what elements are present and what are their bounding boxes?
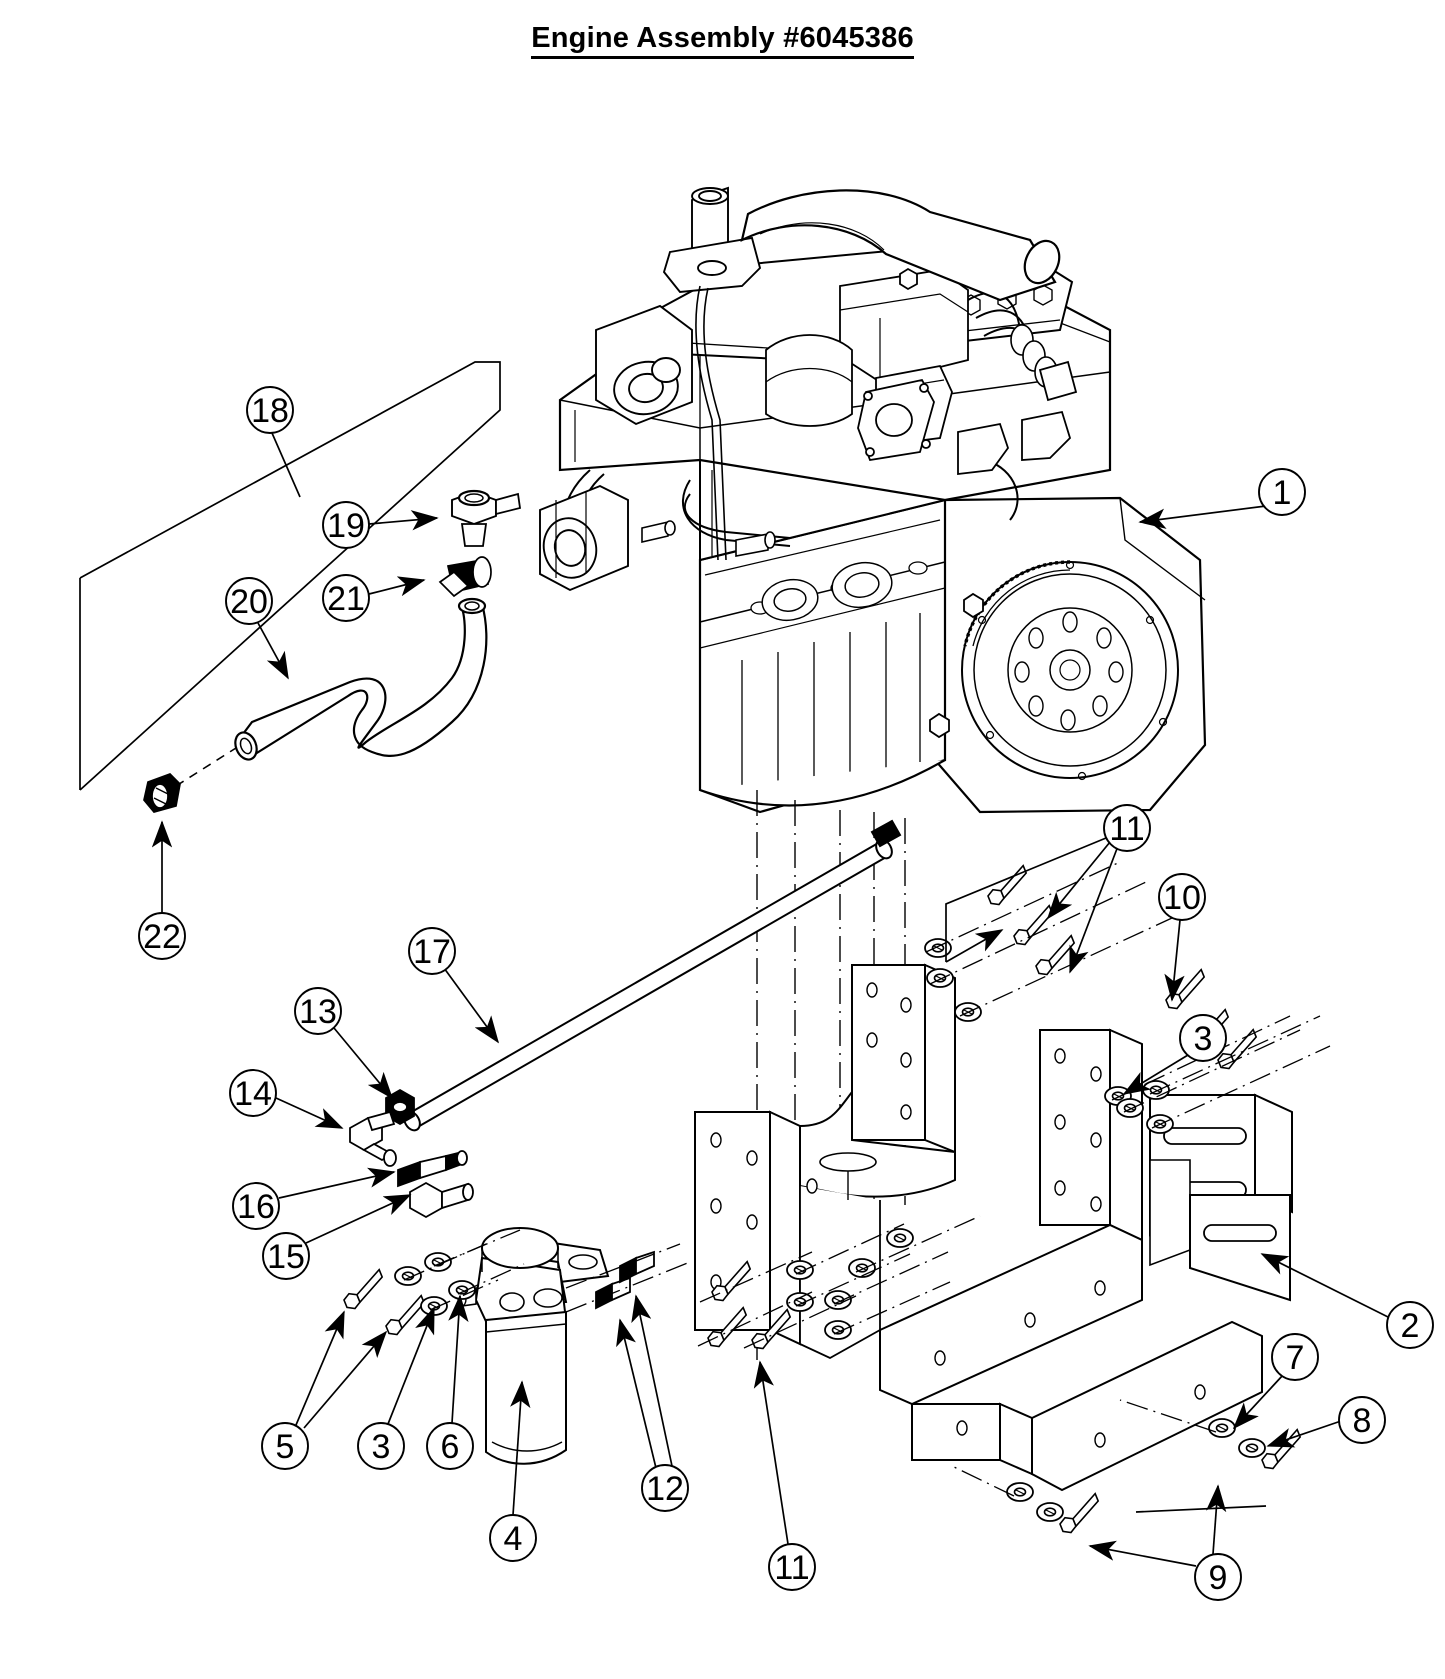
page-title: Engine Assembly #6045386 bbox=[0, 22, 1445, 59]
callout-circle bbox=[1271, 1333, 1319, 1381]
callout-circle bbox=[1103, 804, 1151, 852]
union-fitting bbox=[409, 1181, 474, 1219]
callout-circle bbox=[357, 1422, 405, 1470]
callout-circle bbox=[225, 577, 273, 625]
callout-10[interactable]: 10 bbox=[1158, 873, 1206, 921]
callout-number: 5 bbox=[276, 1428, 295, 1466]
fastener-centerlines bbox=[403, 861, 1331, 1497]
callout-number: 7 bbox=[1286, 1339, 1305, 1377]
callout-11[interactable]: 11 bbox=[1103, 804, 1151, 852]
callout-number: 9 bbox=[1209, 1559, 1228, 1597]
callout-circle bbox=[408, 927, 456, 975]
callout-number: 10 bbox=[1163, 879, 1201, 917]
callout-circle bbox=[1386, 1301, 1434, 1349]
callout-number: 4 bbox=[504, 1520, 523, 1558]
engine-assembly bbox=[539, 186, 1207, 814]
callout-number: 13 bbox=[299, 993, 337, 1031]
callout-14[interactable]: 14 bbox=[229, 1069, 277, 1117]
callout-6[interactable]: 6 bbox=[426, 1422, 474, 1470]
callout-22[interactable]: 22 bbox=[138, 912, 186, 960]
callout-11[interactable]: 11 bbox=[768, 1543, 816, 1591]
oil-filter-assembly bbox=[457, 1227, 610, 1465]
callout-18[interactable]: 18 bbox=[246, 386, 294, 434]
adapter-fitting bbox=[397, 1150, 468, 1188]
callout-3[interactable]: 3 bbox=[1179, 1014, 1227, 1062]
callout-21[interactable]: 21 bbox=[322, 574, 370, 622]
callout-8[interactable]: 8 bbox=[1338, 1396, 1386, 1444]
callout-13[interactable]: 13 bbox=[294, 987, 342, 1035]
callout-circle bbox=[262, 1232, 310, 1280]
drain-hose-assembly bbox=[143, 489, 522, 813]
callout-circle bbox=[1338, 1396, 1386, 1444]
callout-circle bbox=[229, 1069, 277, 1117]
callout-number: 22 bbox=[143, 918, 181, 956]
callout-number: 19 bbox=[327, 507, 365, 545]
callout-number: 12 bbox=[646, 1470, 684, 1508]
oil-supply-tube bbox=[403, 819, 902, 1132]
callout-circle bbox=[1194, 1553, 1242, 1601]
callout-circle bbox=[426, 1422, 474, 1470]
callout-5[interactable]: 5 bbox=[261, 1422, 309, 1470]
callout-number: 21 bbox=[327, 580, 365, 618]
callout-circle bbox=[1158, 873, 1206, 921]
callout-1[interactable]: 1 bbox=[1258, 468, 1306, 516]
callout-circle bbox=[261, 1422, 309, 1470]
callout-circle bbox=[138, 912, 186, 960]
callout-9[interactable]: 9 bbox=[1194, 1553, 1242, 1601]
callout-4[interactable]: 4 bbox=[489, 1514, 537, 1562]
callout-circle bbox=[294, 987, 342, 1035]
callout-number: 16 bbox=[237, 1188, 275, 1226]
callout-number: 1 bbox=[1273, 474, 1292, 512]
flywheel bbox=[961, 560, 1179, 781]
callout-number: 3 bbox=[1194, 1020, 1213, 1058]
callout-3[interactable]: 3 bbox=[357, 1422, 405, 1470]
elbow-fitting bbox=[349, 1110, 397, 1167]
callout-12[interactable]: 12 bbox=[641, 1464, 689, 1512]
callout-circle bbox=[322, 574, 370, 622]
callout-circle bbox=[322, 501, 370, 549]
callout-number: 14 bbox=[234, 1075, 272, 1113]
callout-circle bbox=[1179, 1014, 1227, 1062]
callout-number: 6 bbox=[441, 1428, 460, 1466]
callout-number: 11 bbox=[1109, 810, 1144, 848]
callout-17[interactable]: 17 bbox=[408, 927, 456, 975]
callout-circle bbox=[489, 1514, 537, 1562]
callout-number: 11 bbox=[774, 1549, 809, 1587]
callout-20[interactable]: 20 bbox=[225, 577, 273, 625]
callout-number: 17 bbox=[413, 933, 451, 971]
leader-lines bbox=[151, 432, 1391, 1567]
callout-number: 20 bbox=[230, 583, 268, 621]
callout-number: 8 bbox=[1353, 1402, 1372, 1440]
callout-circle bbox=[246, 386, 294, 434]
callout-2[interactable]: 2 bbox=[1386, 1301, 1434, 1349]
callout-number: 2 bbox=[1401, 1307, 1420, 1345]
callout-number: 15 bbox=[267, 1238, 305, 1276]
callout-16[interactable]: 16 bbox=[232, 1182, 280, 1230]
callout-circle bbox=[768, 1543, 816, 1591]
callout-circle bbox=[232, 1182, 280, 1230]
callout-number: 18 bbox=[251, 392, 289, 430]
mounting-bracket bbox=[694, 963, 1293, 1492]
callout-7[interactable]: 7 bbox=[1271, 1333, 1319, 1381]
callout-19[interactable]: 19 bbox=[322, 501, 370, 549]
callout-circle bbox=[641, 1464, 689, 1512]
callout-number: 3 bbox=[372, 1428, 391, 1466]
callout-15[interactable]: 15 bbox=[262, 1232, 310, 1280]
callout-circle bbox=[1258, 468, 1306, 516]
